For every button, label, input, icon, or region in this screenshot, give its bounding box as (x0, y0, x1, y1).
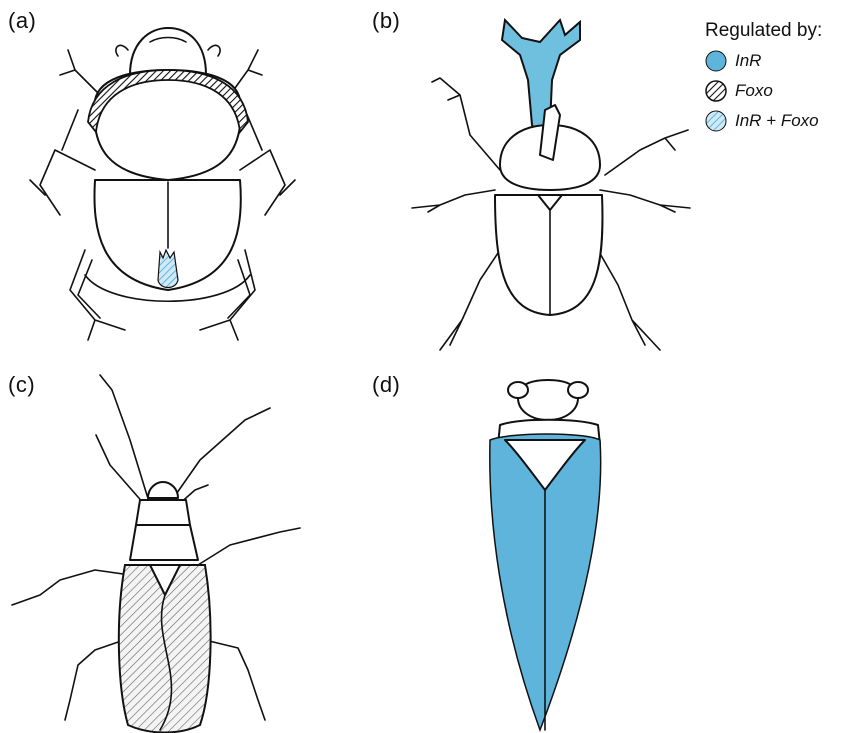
panel-label-c: (c) (8, 372, 35, 398)
beetle-c-antenna (96, 435, 145, 505)
beetle-b-leg (440, 250, 500, 350)
legend-label-inr: InR (735, 51, 761, 71)
beetle-b-leg (598, 250, 660, 350)
beetle-b-leg (605, 130, 688, 175)
panel-label-b: (b) (372, 8, 400, 34)
beetle-c-pronotum (130, 525, 198, 560)
beetle-c-leg (65, 640, 124, 720)
inr-regulated-horn (502, 20, 580, 140)
beetle-b-leg (432, 78, 500, 170)
beetle-c-leg (198, 528, 300, 565)
beetle-b-leg (600, 190, 690, 212)
beetle-c-antenna (172, 408, 270, 500)
beetle-c-leg (12, 570, 130, 605)
beetle-a-head (130, 28, 206, 75)
beetle-d-eye (568, 382, 588, 398)
inr-foxo-regulated-region (158, 250, 178, 288)
legend: Regulated by: InR Foxo InR + Foxo (705, 20, 822, 136)
beetle-a-leg (240, 150, 295, 215)
beetle-b (412, 20, 690, 350)
beetle-c-antenna (100, 375, 150, 505)
beetle-d (490, 380, 601, 730)
legend-title: Regulated by: (705, 20, 822, 42)
beetle-a (30, 28, 295, 340)
beetle-c-head (148, 482, 178, 498)
foxo-swatch-icon (705, 80, 727, 102)
panel-label-d: (d) (372, 372, 400, 398)
beetle-c-leg (205, 640, 265, 720)
legend-label-inr-foxo: InR + Foxo (735, 111, 819, 131)
inr-foxo-swatch-icon (705, 110, 727, 132)
legend-item-inr: InR (705, 46, 822, 76)
beetle-b-leg (412, 190, 495, 212)
beetle-a-leg (30, 150, 95, 215)
legend-item-inr-foxo: InR + Foxo (705, 106, 822, 136)
beetle-c-collar (136, 500, 190, 525)
legend-label-foxo: Foxo (735, 81, 773, 101)
beetle-d-eye (508, 382, 528, 398)
beetle-c (12, 375, 300, 733)
panel-label-a: (a) (8, 8, 36, 34)
inr-swatch-icon (705, 50, 727, 72)
legend-item-foxo: Foxo (705, 76, 822, 106)
beetle-b-elytra (495, 195, 602, 315)
